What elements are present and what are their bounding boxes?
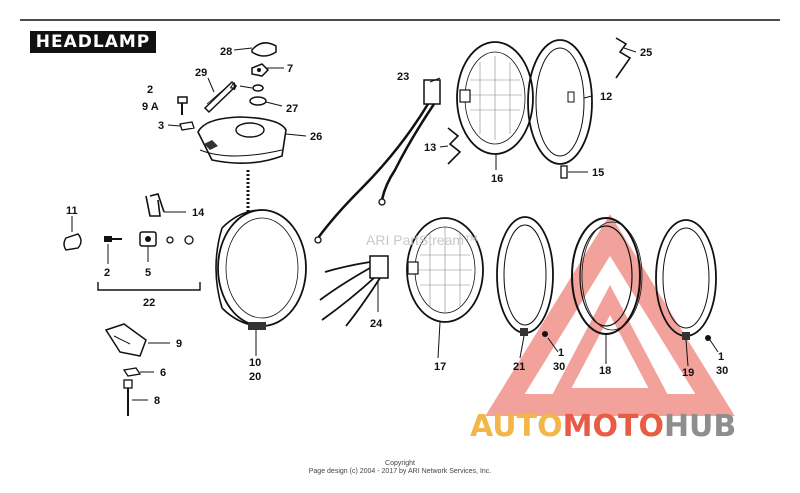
part-housing-10-20 [215,170,307,330]
callout-2-lower: 2 [104,267,110,279]
callout-18: 18 [599,365,611,377]
part-bracket-26 [197,116,287,164]
part-spring-25 [615,37,632,79]
part-nut-7 [251,63,270,77]
diagram-title: HEADLAMP [30,31,156,53]
part-sealed-beam-17 [406,217,484,323]
callout-20: 20 [249,371,261,383]
part-washer-small [166,236,174,244]
callout-19: 19 [682,367,694,379]
part-ring-18 [571,217,643,335]
part-clip-6 [122,367,142,377]
watermark-text: ARI PartStream™ [366,232,479,248]
part-screw-2 [104,236,122,242]
footer-page-design: Page design (c) 2004 - 2017 by ARI Netwo… [308,468,492,475]
part-screw-15 [560,165,568,179]
part-ring-19 [655,219,717,340]
leader-lines [71,47,719,401]
part-screw-30a [542,331,548,337]
logo-part-auto: AUTO [470,409,563,444]
callout-25: 25 [640,47,652,59]
group-bracket-22 [97,282,201,291]
part-wire-harness-23 [314,79,441,244]
logo-part-hub: HUB [663,409,737,444]
part-grommet-27 [249,96,267,106]
part-plug-11 [63,233,82,251]
part-socket-5 [139,231,157,247]
callout-22: 22 [143,297,155,309]
callout-29: 29 [195,67,207,79]
logo-part-moto: MOTO [562,409,664,444]
part-clip-3 [179,121,195,131]
part-bracket-9 [104,323,147,357]
part-connector-24 [319,255,389,327]
part-trim-ring-12 [527,39,593,165]
part-washer-4 [252,84,264,92]
part-shim-29 [203,80,238,114]
callout-21: 21 [513,361,525,373]
callout-23: 23 [397,71,409,83]
logo-triangle-icon [485,214,735,416]
callout-7: 7 [287,63,293,75]
callout-9a: 9 A [142,101,159,113]
callout-16: 16 [491,173,503,185]
callout-4: 4 [230,81,237,93]
callout-10: 10 [249,357,261,369]
callout-27: 27 [286,103,298,115]
part-ring-21 [496,216,554,336]
callout-8: 8 [154,395,160,407]
callout-1-right: 1 [718,351,724,363]
callout-11: 11 [66,205,78,217]
callout-28: 28 [220,46,232,58]
part-sealed-beam-16 [456,41,534,155]
footer-copyright: Copyright [385,460,415,467]
callout-30-left: 30 [553,361,565,373]
automotohub-logo: AUTOMOTOHUB [470,410,736,444]
callout-5: 5 [145,267,151,279]
callout-2-upper: 2 [147,84,153,96]
callout-24: 24 [370,318,383,330]
callout-30-right: 30 [716,365,728,377]
part-nut-small [184,235,194,245]
callout-13: 13 [424,142,436,154]
callout-15: 15 [592,167,604,179]
part-cap-28 [251,42,277,57]
callout-3: 3 [158,120,164,132]
callout-6: 6 [160,367,166,379]
callout-17: 17 [434,361,446,373]
callout-12: 12 [600,91,612,103]
part-screw-30b [705,335,711,341]
part-bolt-8 [123,379,133,416]
callout-9: 9 [176,338,182,350]
callout-14: 14 [192,207,205,219]
part-bolt-2-9a [177,96,188,115]
callout-26: 26 [310,131,322,143]
part-clip-14 [145,193,165,217]
callout-1-left: 1 [558,347,564,359]
part-spring-13 [447,127,462,165]
